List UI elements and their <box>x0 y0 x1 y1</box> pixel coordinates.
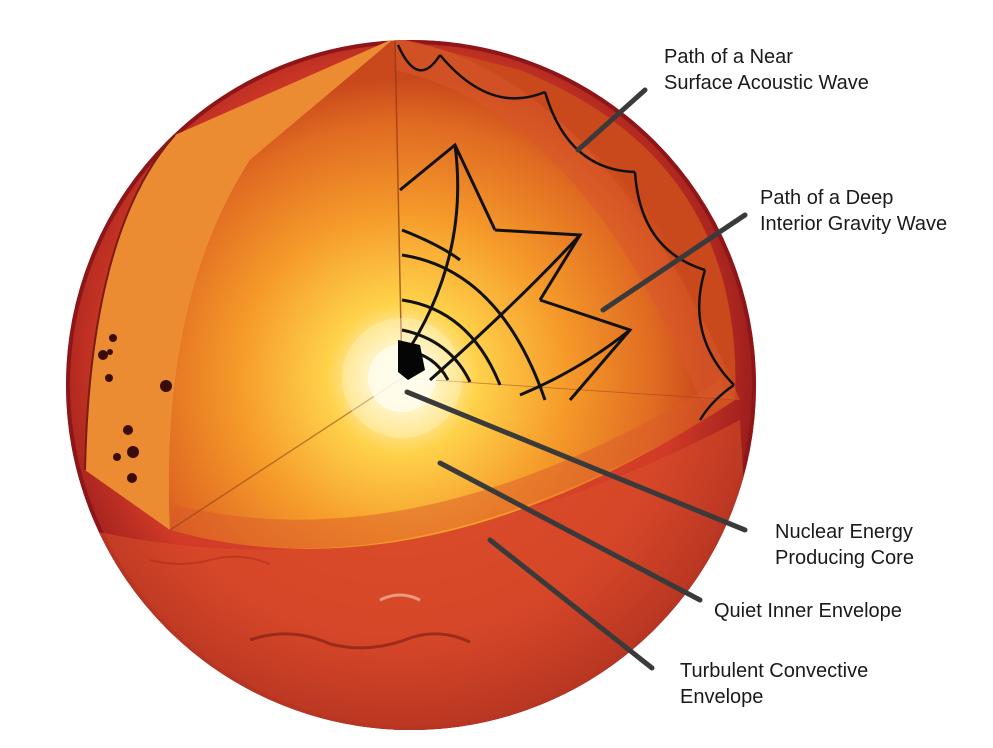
leader-convective-envelope <box>487 537 655 671</box>
leader-acoustic-wave <box>575 87 648 153</box>
sunspots <box>98 334 172 483</box>
outer-shell-band-bottom <box>170 380 735 549</box>
convective-surface-texture <box>66 420 756 730</box>
label-near-surface-wave: Path of a Near Surface Acoustic Wave <box>664 46 869 94</box>
gravity-wave-path <box>399 142 633 401</box>
left-shell-face <box>85 40 395 530</box>
leader-lines <box>404 87 748 671</box>
right-cross-section <box>395 40 736 400</box>
label-deep-gravity-wave: Path of a Deep Interior Gravity Wave <box>760 187 948 235</box>
left-cross-section <box>169 40 402 530</box>
leader-gravity-wave <box>600 212 748 313</box>
label-inner-envelope: Quiet Inner Envelope <box>714 600 902 622</box>
core-marker <box>398 340 425 380</box>
label-convective-envelope: Turbulent Convective Envelope <box>680 660 869 708</box>
bottom-cross-section <box>170 378 735 549</box>
label-core: Nuclear Energy Producing Core <box>775 521 914 569</box>
leader-core <box>404 389 748 533</box>
leader-inner-envelope <box>437 460 703 603</box>
outer-shell-band-right <box>395 40 740 400</box>
